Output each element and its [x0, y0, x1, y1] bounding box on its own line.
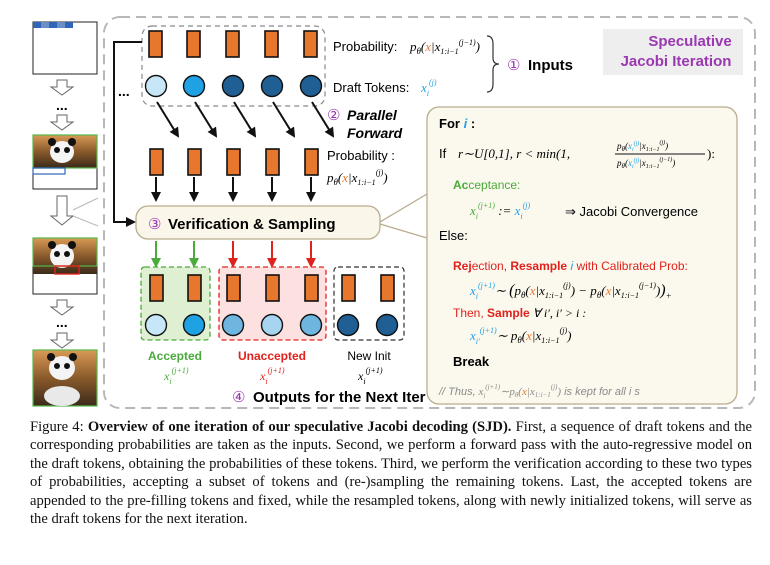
forward-step-number: ②: [327, 107, 340, 124]
input-probability-label: Probability:: [333, 39, 397, 54]
title-line2: Jacobi Iteration: [621, 53, 732, 70]
input-draft-token-row: [144, 74, 323, 98]
forward-label-line1: Parallel: [347, 107, 398, 123]
thumbnail-step-1: [32, 21, 98, 75]
down-arrow-icon: [49, 332, 75, 349]
ellipsis-icon: ...: [56, 97, 68, 113]
inputs-ellipsis: ...: [118, 83, 130, 99]
thumbnail-step-3: [32, 237, 98, 295]
inputs-brace: [486, 35, 500, 93]
figure-caption: Figure 4: Overview of one iteration of o…: [30, 418, 752, 528]
algo-jacobi-convergence: ⇒ Jacobi Convergence: [565, 204, 698, 219]
outputs-step-number: ④: [232, 389, 245, 406]
callout-line-upper: [379, 193, 428, 223]
caption-figure-label: Figure 4:: [30, 419, 84, 435]
inputs-section: ... Probability: pθ(x|x1:i−1(j−1)) Draft…: [118, 25, 573, 107]
inputs-step-number: ①: [507, 57, 520, 74]
accepted-label: Accepted: [148, 349, 202, 363]
thumbnail-step-2: [32, 134, 98, 190]
algo-then-line: Then, Sample ∀ i′, i′ > i :: [453, 306, 586, 320]
image-progress-column: ... ...: [32, 21, 99, 407]
input-probability-row: [148, 30, 318, 58]
to-verification-arrows: [151, 177, 316, 202]
forward-label-line2: Forward: [347, 125, 403, 141]
ellipsis-icon: ...: [56, 314, 68, 330]
algo-break: Break: [453, 354, 490, 369]
input-draft-label: Draft Tokens:: [333, 80, 409, 95]
title-line1: Speculative: [648, 33, 731, 50]
algo-for-line: For i :: [439, 116, 475, 131]
down-arrow-icon: [49, 195, 75, 226]
algo-if-close: ):: [707, 146, 715, 161]
caption-body: First, a sequence of draft tokens and th…: [30, 419, 752, 528]
algo-acceptance-label: Acceptance:: [453, 178, 520, 192]
outputs-step-label: Outputs for the Next Iter: [253, 389, 426, 406]
caption-bold-text: Overview of one iteration of our specula…: [87, 419, 512, 435]
draft-feedback-line: [113, 41, 142, 227]
output-arrows: [151, 241, 316, 268]
unaccepted-group: [218, 266, 327, 341]
forward-probability-formula: pθ(x|x1:i−1(j)): [326, 168, 388, 187]
accepted-group: [140, 266, 211, 341]
new-init-label: New Init: [347, 349, 391, 363]
thumbnail-step-final: [32, 349, 98, 407]
forward-arrows: [156, 101, 335, 138]
verification-step-number: ③: [148, 216, 161, 233]
verification-label: Verification & Sampling: [168, 216, 336, 233]
forward-probability-row: [149, 148, 319, 176]
forward-probability-label: Probability :: [327, 148, 395, 163]
algo-if-word: If: [439, 146, 447, 161]
input-draft-formula: xi(j): [420, 78, 437, 98]
new-init-formula: xi(j+1): [357, 366, 383, 386]
algorithm-panel: [426, 106, 738, 405]
down-arrow-icon: [49, 299, 75, 316]
inputs-step-label: Inputs: [528, 57, 573, 74]
inputs-dashed-box: [141, 25, 326, 107]
algo-rejection-line: Rejection, Resample i with Calibrated Pr…: [453, 259, 688, 273]
unaccepted-label: Unaccepted: [238, 349, 306, 363]
iteration-frame: [103, 16, 756, 409]
verification-box: [135, 205, 381, 240]
accepted-formula: xi(j+1): [163, 366, 189, 386]
callout-line-lower: [379, 223, 428, 239]
new-init-group: [333, 266, 405, 341]
unaccepted-formula: xi(j+1): [259, 366, 285, 386]
input-probability-formula: pθ(x|x1:i−1(j−1)): [409, 38, 480, 56]
title-box: [603, 29, 743, 75]
algo-if-condition: r∼U[0,1], r < min(1,: [458, 146, 570, 161]
algo-else: Else:: [439, 228, 468, 243]
down-arrow-icon: [49, 114, 75, 131]
down-arrow-icon: [49, 79, 75, 96]
